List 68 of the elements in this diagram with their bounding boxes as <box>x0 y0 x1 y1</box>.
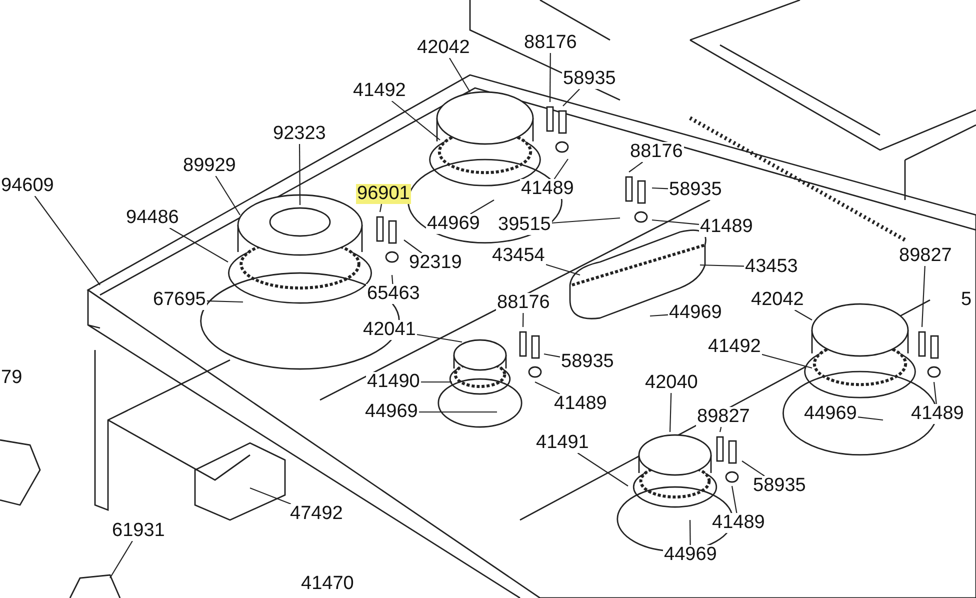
leader-line <box>562 88 580 106</box>
leader-line <box>549 53 551 102</box>
callout-number: 61931 <box>111 521 166 541</box>
leader-line <box>404 240 422 254</box>
leader-line <box>110 540 133 578</box>
callout-number: 67695 <box>152 290 207 310</box>
callout-number: 41492 <box>707 337 762 357</box>
leader-line <box>742 460 765 476</box>
leader-line <box>418 411 497 413</box>
leader-line <box>652 219 700 225</box>
callout-number: 42042 <box>750 290 805 310</box>
callout-number: 88176 <box>496 293 551 313</box>
leader-line <box>534 382 560 394</box>
leader-line <box>700 264 744 267</box>
leader-line <box>554 158 568 180</box>
leader-line <box>169 228 228 262</box>
callout-number: 42041 <box>362 320 417 340</box>
callout-number: 79 <box>0 368 24 388</box>
callout-number: 41470 <box>300 574 355 594</box>
callout-number: 44969 <box>426 214 481 234</box>
leader-line <box>628 162 644 172</box>
callout-number: 41489 <box>699 217 754 237</box>
callout-number: 41489 <box>520 179 575 199</box>
callout-number: 94486 <box>125 208 180 228</box>
callout-number: 41492 <box>352 81 407 101</box>
callout-number: 89827 <box>696 407 751 427</box>
callout-number: 41489 <box>711 513 766 533</box>
leader-line <box>933 382 937 404</box>
leader-line <box>794 310 812 320</box>
leader-line <box>858 416 884 421</box>
callout-number: 41491 <box>535 433 590 453</box>
leader-line <box>522 313 524 327</box>
leader-line <box>719 426 722 432</box>
leader-line <box>650 314 668 317</box>
callout-number: 96901 <box>356 184 411 204</box>
callout-number: 65463 <box>366 284 421 304</box>
callout-number: 89929 <box>182 156 237 176</box>
leader-line <box>420 381 452 383</box>
leader-line <box>449 58 470 92</box>
callout-number: 88176 <box>629 142 684 162</box>
callout-number: 58935 <box>562 69 617 89</box>
leader-line <box>762 354 812 369</box>
leader-line <box>689 520 691 545</box>
callout-number: 43454 <box>491 246 546 266</box>
callout-number: 39515 <box>497 215 552 235</box>
leader-line <box>669 392 672 432</box>
callout-number: 42042 <box>416 38 471 58</box>
leader-line <box>298 144 301 205</box>
leader-line <box>577 452 628 486</box>
callout-number: 5 <box>960 290 973 310</box>
leader-line <box>652 187 668 190</box>
leader-line <box>379 204 382 212</box>
leader-line <box>546 264 580 276</box>
leader-line <box>391 100 440 140</box>
callout-number: 41489 <box>910 404 965 424</box>
leader-line <box>250 487 292 505</box>
leader-line <box>921 266 926 328</box>
leader-line <box>391 274 394 284</box>
callout-number: 58935 <box>668 180 723 200</box>
leader-line <box>215 176 240 216</box>
leader-line <box>731 486 738 514</box>
callout-number: 94609 <box>0 176 55 196</box>
leader-line <box>206 300 244 303</box>
leader-line <box>34 196 100 286</box>
leader-line <box>544 353 560 358</box>
leader-line <box>470 200 494 214</box>
leader-line <box>552 217 620 224</box>
leader-line <box>416 334 462 343</box>
